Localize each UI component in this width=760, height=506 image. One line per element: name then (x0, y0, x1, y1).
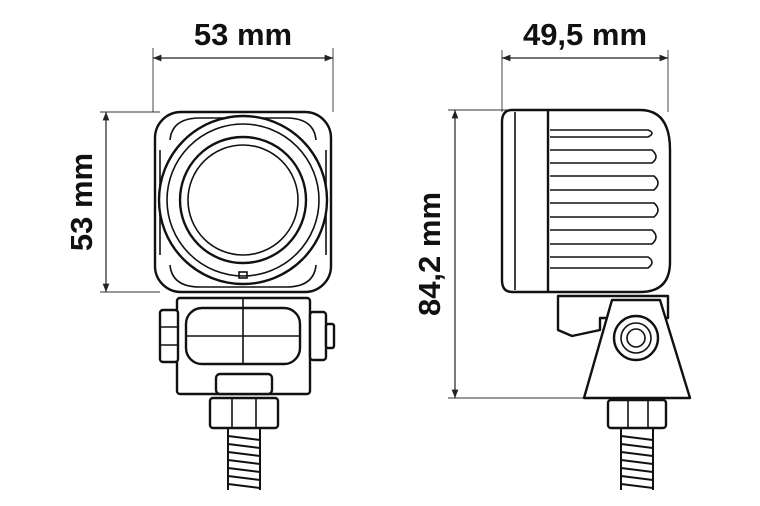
front-bottom-nut-top (214, 372, 274, 396)
side-hex-nut (606, 398, 668, 430)
pivot-bolt-center (626, 328, 646, 348)
front-view: 53 mm 53 mm (64, 17, 336, 490)
front-right-bolt-end (324, 322, 336, 350)
side-housing (500, 108, 672, 294)
front-width-label: 53 mm (194, 17, 292, 52)
front-height-label: 53 mm (64, 153, 99, 251)
front-threaded-stud (227, 428, 261, 490)
front-left-bolt-head (158, 308, 180, 364)
cooling-fins (550, 129, 659, 269)
lens-inner (187, 144, 299, 256)
side-view: 49,5 mm 84,2 mm (412, 17, 692, 490)
lens-notch (238, 271, 248, 279)
lens-bezel-ring (166, 123, 320, 277)
front-hex-nut (208, 396, 280, 430)
pivot-bolt (620, 322, 652, 354)
front-right-nut (308, 310, 328, 362)
total-height-label: 84,2 mm (412, 192, 447, 316)
side-depth-label: 49,5 mm (523, 17, 647, 52)
side-threaded-stud (620, 428, 654, 490)
lens (178, 135, 308, 265)
front-housing-bottom-ridge (169, 264, 317, 288)
